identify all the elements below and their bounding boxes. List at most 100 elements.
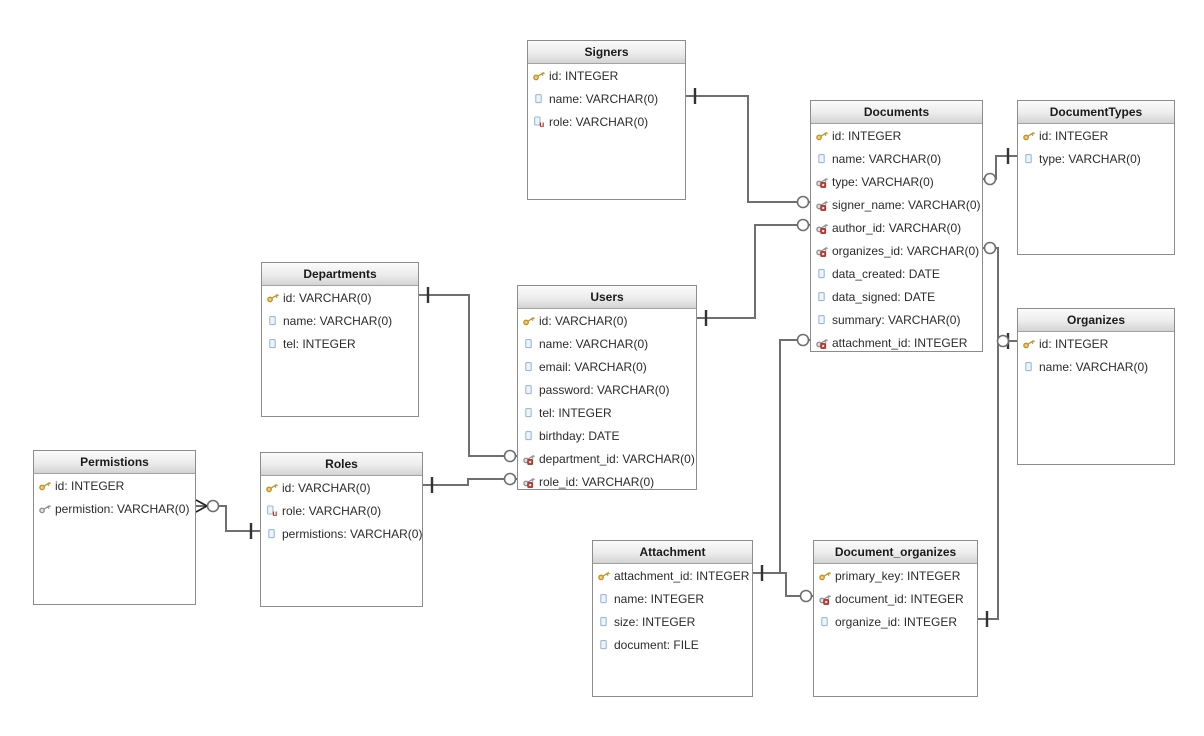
table-permistions-title[interactable]: Permistions (34, 451, 195, 474)
field-attachment-attachment_id[interactable]: attachment_id: INTEGER (593, 564, 752, 587)
field-documents-data_signed[interactable]: data_signed: DATE (811, 285, 982, 308)
field-label: attachment_id: INTEGER (614, 568, 750, 583)
field-label: id: VARCHAR(0) (539, 313, 628, 328)
table-documents-title[interactable]: Documents (811, 101, 982, 124)
field-document_organizes-organize_id[interactable]: organize_id: INTEGER (814, 610, 977, 633)
table-attachment-title[interactable]: Attachment (593, 541, 752, 564)
table-roles-title[interactable]: Roles (261, 453, 422, 476)
column-icon (815, 313, 829, 326)
primary-key-icon (597, 569, 611, 582)
field-users-birthday[interactable]: birthday: DATE (518, 424, 696, 447)
column-icon (818, 615, 832, 628)
field-attachment-document[interactable]: document: FILE (593, 633, 752, 656)
field-signers-id[interactable]: id: INTEGER (528, 64, 685, 87)
column-icon (522, 337, 536, 350)
field-users-role_id[interactable]: role_id: VARCHAR(0) (518, 470, 696, 493)
primary-key-icon (1022, 337, 1036, 350)
connector-departments-to-users (419, 287, 517, 463)
field-label: role: VARCHAR(0) (549, 114, 649, 129)
field-users-department_id[interactable]: department_id: VARCHAR(0) (518, 447, 696, 470)
table-documenttypes-title[interactable]: DocumentTypes (1018, 101, 1174, 124)
column-icon (522, 360, 536, 373)
field-permistions-permistion[interactable]: permistion: VARCHAR(0) (34, 497, 195, 520)
primary-key-icon (522, 314, 536, 327)
connector-users-to-documents (697, 218, 810, 326)
field-label: tel: INTEGER (539, 405, 612, 420)
field-document_organizes-primary_key[interactable]: primary_key: INTEGER (814, 564, 977, 587)
field-label: name: VARCHAR(0) (832, 151, 942, 166)
field-label: permistions: VARCHAR(0) (282, 526, 423, 541)
field-documents-type[interactable]: type: VARCHAR(0) (811, 170, 982, 193)
column-icon (597, 638, 611, 651)
field-label: password: VARCHAR(0) (539, 382, 670, 397)
connector-organizes-to-document_organizes (978, 334, 1010, 627)
field-users-id[interactable]: id: VARCHAR(0) (518, 309, 696, 332)
field-label: id: INTEGER (1039, 336, 1109, 351)
field-label: department_id: VARCHAR(0) (539, 451, 695, 466)
column-icon (522, 383, 536, 396)
column-icon (815, 152, 829, 165)
field-document_organizes-document_id[interactable]: document_id: INTEGER (814, 587, 977, 610)
table-attachment[interactable]: Attachment attachment_id: INTEGER name: IN… (592, 540, 753, 697)
field-label: role_id: VARCHAR(0) (539, 474, 655, 489)
field-label: id: INTEGER (832, 128, 902, 143)
field-organizes-id[interactable]: id: INTEGER (1018, 332, 1174, 355)
field-departments-name[interactable]: name: VARCHAR(0) (262, 309, 418, 332)
table-permistions[interactable]: Permistions id: INTEGER permistion: VARCHA… (33, 450, 196, 605)
column-icon (266, 314, 280, 327)
primary-key-icon (532, 69, 546, 82)
field-label: attachment_id: INTEGER (832, 335, 968, 350)
column-icon (815, 267, 829, 280)
field-documents-author_id[interactable]: author_id: VARCHAR(0) (811, 216, 982, 239)
table-users[interactable]: Users id: VARCHAR(0) name: VARCHAR(0)email… (517, 285, 697, 490)
field-departments-tel[interactable]: tel: INTEGER (262, 332, 418, 355)
field-documents-organizes_id[interactable]: organizes_id: VARCHAR(0) (811, 239, 982, 262)
field-documents-signer_name[interactable]: signer_name: VARCHAR(0) (811, 193, 982, 216)
field-roles-permistions[interactable]: permistions: VARCHAR(0) (261, 522, 422, 545)
table-signers-title[interactable]: Signers (528, 41, 685, 64)
field-documents-name[interactable]: name: VARCHAR(0) (811, 147, 982, 170)
field-documents-id[interactable]: id: INTEGER (811, 124, 982, 147)
field-documents-data_created[interactable]: data_created: DATE (811, 262, 982, 285)
unique-column-icon: u (265, 504, 279, 517)
table-organizes[interactable]: Organizes id: INTEGER name: VARCHAR(0) (1017, 308, 1175, 465)
table-documents[interactable]: Documents id: INTEGER name: VARCHAR(0) type… (810, 100, 983, 352)
field-users-email[interactable]: email: VARCHAR(0) (518, 355, 696, 378)
field-users-tel[interactable]: tel: INTEGER (518, 401, 696, 424)
table-users-title[interactable]: Users (518, 286, 696, 309)
field-label: organizes_id: VARCHAR(0) (832, 243, 980, 258)
field-attachment-size[interactable]: size: INTEGER (593, 610, 752, 633)
connector-documents-to-organizes (983, 241, 1017, 349)
field-label: name: INTEGER (614, 591, 705, 606)
field-label: document: FILE (614, 637, 699, 652)
column-icon (597, 592, 611, 605)
field-users-name[interactable]: name: VARCHAR(0) (518, 332, 696, 355)
table-document_organizes-title[interactable]: Document_organizes (814, 541, 977, 564)
field-organizes-name[interactable]: name: VARCHAR(0) (1018, 355, 1174, 378)
table-organizes-title[interactable]: Organizes (1018, 309, 1174, 332)
field-documents-attachment_id[interactable]: attachment_id: INTEGER (811, 331, 982, 354)
primary-key-icon (815, 129, 829, 142)
column-icon (815, 290, 829, 303)
primary-key-icon (38, 479, 52, 492)
field-signers-name[interactable]: name: VARCHAR(0) (528, 87, 685, 110)
column-icon (522, 406, 536, 419)
field-permistions-id[interactable]: id: INTEGER (34, 474, 195, 497)
svg-text:u: u (272, 509, 277, 517)
field-roles-id[interactable]: id: VARCHAR(0) (261, 476, 422, 499)
table-departments-title[interactable]: Departments (262, 263, 418, 286)
field-documents-summary[interactable]: summary: VARCHAR(0) (811, 308, 982, 331)
field-documenttypes-type[interactable]: type: VARCHAR(0) (1018, 147, 1174, 170)
field-attachment-name[interactable]: name: INTEGER (593, 587, 752, 610)
field-documenttypes-id[interactable]: id: INTEGER (1018, 124, 1174, 147)
field-users-password[interactable]: password: VARCHAR(0) (518, 378, 696, 401)
field-departments-id[interactable]: id: VARCHAR(0) (262, 286, 418, 309)
field-label: id: INTEGER (55, 478, 125, 493)
